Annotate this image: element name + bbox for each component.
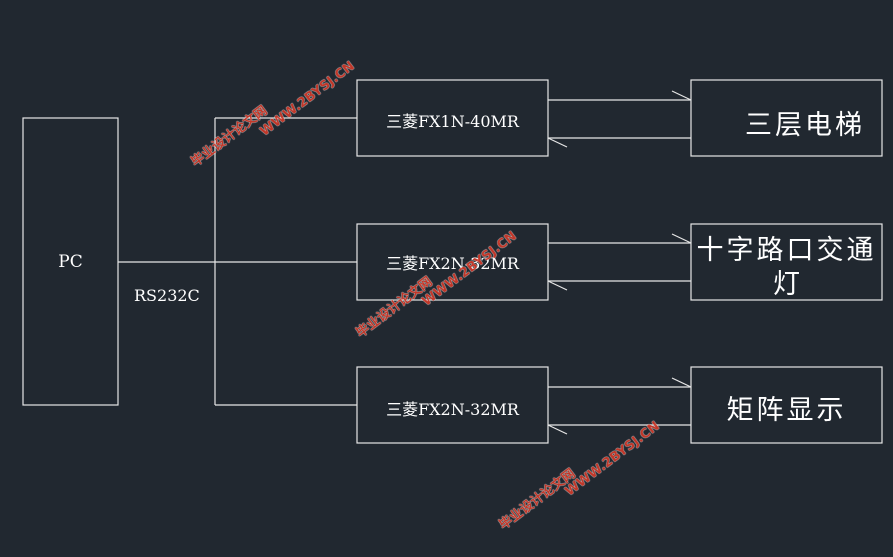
plc-label-1: 三菱FX1N-40MR	[386, 112, 519, 131]
bus-label: RS232C	[134, 286, 200, 305]
device-label-2-line2: 灯	[773, 269, 800, 300]
device-box-2	[690, 223, 883, 301]
device-box-3	[690, 366, 883, 444]
plc-box-3	[356, 366, 549, 444]
pc-label: PC	[58, 252, 83, 272]
device-label-3: 矩阵显示	[726, 395, 847, 426]
device-label-2-line1: 十字路口交通	[696, 235, 877, 266]
device-box-1	[690, 79, 883, 157]
plc-label-3: 三菱FX2N-32MR	[386, 400, 519, 419]
plc-box-1	[356, 79, 549, 157]
plc-label-2: 三菱FX2N-32MR	[386, 254, 519, 273]
device-label-1: 三层电梯	[745, 110, 865, 141]
plc-box-2	[356, 223, 549, 301]
